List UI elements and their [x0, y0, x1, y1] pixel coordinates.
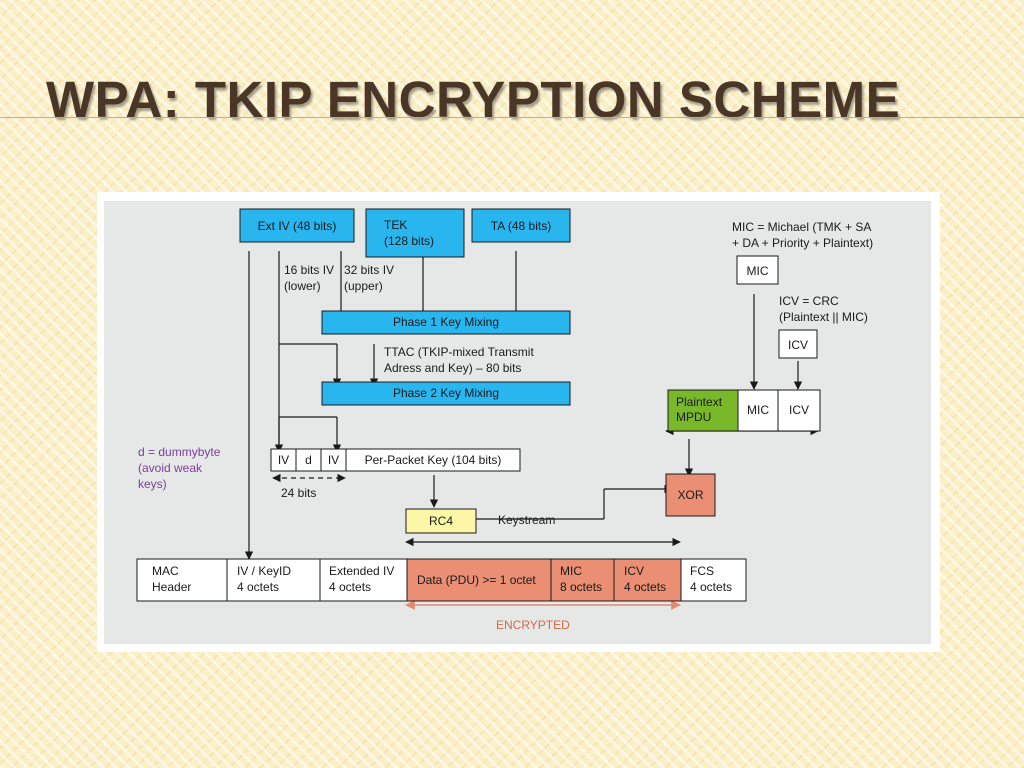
svg-text:MAC: MAC: [152, 564, 179, 578]
tek-box: TEK (128 bits): [365, 208, 465, 258]
encrypted-label: ENCRYPTED: [496, 618, 570, 632]
svg-text:4 octets: 4 octets: [237, 580, 279, 594]
icv-box: ICV: [778, 329, 818, 359]
per-packet-iv-b: IV: [328, 453, 339, 467]
keystream-label: Keystream: [498, 513, 555, 527]
svg-text:4 octets: 4 octets: [690, 580, 732, 594]
plaintext-mpdu-block: Plaintext MPDU MIC ICV: [667, 389, 821, 432]
mpdu-icv: ICV: [789, 403, 809, 417]
dummybyte-note-line2: (avoid weak: [138, 461, 203, 475]
svg-text:XOR: XOR: [677, 488, 703, 502]
frame-field-mic: [550, 558, 615, 602]
icv-definition-line2: (Plaintext || MIC): [779, 310, 868, 324]
bits24-label: 24 bits: [281, 486, 316, 500]
svg-text:MIC: MIC: [560, 564, 582, 578]
title-divider: [0, 117, 1024, 118]
svg-text:TEK: TEK: [384, 218, 407, 232]
ext-iv-box: Ext IV (48 bits): [239, 208, 355, 243]
plaintext-mpdu-line1: Plaintext: [676, 395, 723, 409]
tkip-frame-format: MAC Header IV / KeyID 4 octets Extended …: [136, 558, 747, 602]
mic-definition-line1: MIC = Michael (TMK + SA: [732, 220, 871, 234]
iv16-label-line1: 16 bits IV: [284, 263, 334, 277]
phase2-key-mixing-box: Phase 2 Key Mixing: [321, 381, 571, 406]
svg-text:ICV: ICV: [624, 564, 644, 578]
ttac-label-line1: TTAC (TKIP-mixed Transmit: [384, 345, 534, 359]
frame-field-iv-keyid: [226, 558, 321, 602]
frame-field-mac-header: [136, 558, 228, 602]
svg-text:IV / KeyID: IV / KeyID: [237, 564, 291, 578]
mic-box: MIC: [736, 255, 779, 285]
svg-text:Data (PDU) >= 1 octet: Data (PDU) >= 1 octet: [417, 573, 536, 587]
icv-definition-line1: ICV = CRC: [779, 294, 839, 308]
per-packet-d: d: [305, 453, 312, 467]
svg-text:Phase 1 Key Mixing: Phase 1 Key Mixing: [393, 315, 499, 329]
rc4-box: RC4: [405, 508, 477, 534]
slide-title: WPA: TKIP ENCRYPTION SCHEME: [46, 71, 901, 128]
svg-text:Extended IV: Extended IV: [329, 564, 394, 578]
iv16-label-line2: (lower): [284, 279, 321, 293]
svg-text:4 octets: 4 octets: [329, 580, 371, 594]
frame-field-fcs: [680, 558, 747, 602]
frame-field-icv: [613, 558, 682, 602]
ttac-label-line2: Adress and Key) – 80 bits: [384, 361, 521, 375]
svg-text:8 octets: 8 octets: [560, 580, 602, 594]
svg-text:FCS: FCS: [690, 564, 714, 578]
phase1-suffix: Key Mixing: [437, 315, 499, 329]
phase1-key-mixing-box: Phase 1 Key Mixing: [321, 310, 571, 335]
svg-text:ICV: ICV: [788, 338, 808, 352]
iv32-label-line2: (upper): [344, 279, 383, 293]
svg-text:Ext IV (48 bits): Ext IV (48 bits): [258, 219, 337, 233]
mic-definition-line2: + DA + Priority + Plaintext): [732, 236, 873, 250]
per-packet-key-label: Per-Packet Key (104 bits): [365, 453, 502, 467]
xor-box: XOR: [665, 473, 716, 517]
dummybyte-note-line3: keys): [138, 477, 167, 491]
plaintext-mpdu-line2: MPDU: [676, 410, 711, 424]
tkip-diagram: Ext IV (48 bits) TEK (128 bits) TA (48 b…: [136, 208, 873, 632]
ta-box: TA (48 bits): [471, 208, 571, 243]
svg-text:MIC: MIC: [747, 264, 769, 278]
svg-text:RC4: RC4: [429, 514, 453, 528]
phase1-prefix: Phase 1: [393, 315, 437, 329]
iv32-label-line1: 32 bits IV: [344, 263, 394, 277]
frame-field-extended-iv: [319, 558, 408, 602]
phase2-prefix: Phase 2: [393, 386, 437, 400]
dummybyte-note-line1: d = dummybyte: [138, 445, 221, 459]
svg-text:Phase 2 Key Mixing: Phase 2 Key Mixing: [393, 386, 499, 400]
svg-text:TA (48 bits): TA (48 bits): [491, 219, 551, 233]
frame-field-data: [406, 558, 552, 602]
svg-text:(128 bits): (128 bits): [384, 234, 434, 248]
svg-text:Header: Header: [152, 580, 191, 594]
mpdu-mic: MIC: [747, 403, 769, 417]
per-packet-iv-a: IV: [278, 453, 289, 467]
diagram-panel: Ext IV (48 bits) TEK (128 bits) TA (48 b…: [104, 201, 931, 644]
per-packet-key: IV d IV Per-Packet Key (104 bits): [270, 448, 521, 472]
svg-text:4 octets: 4 octets: [624, 580, 666, 594]
diagram-frame: Ext IV (48 bits) TEK (128 bits) TA (48 b…: [97, 192, 940, 652]
phase2-suffix: Key Mixing: [437, 386, 499, 400]
